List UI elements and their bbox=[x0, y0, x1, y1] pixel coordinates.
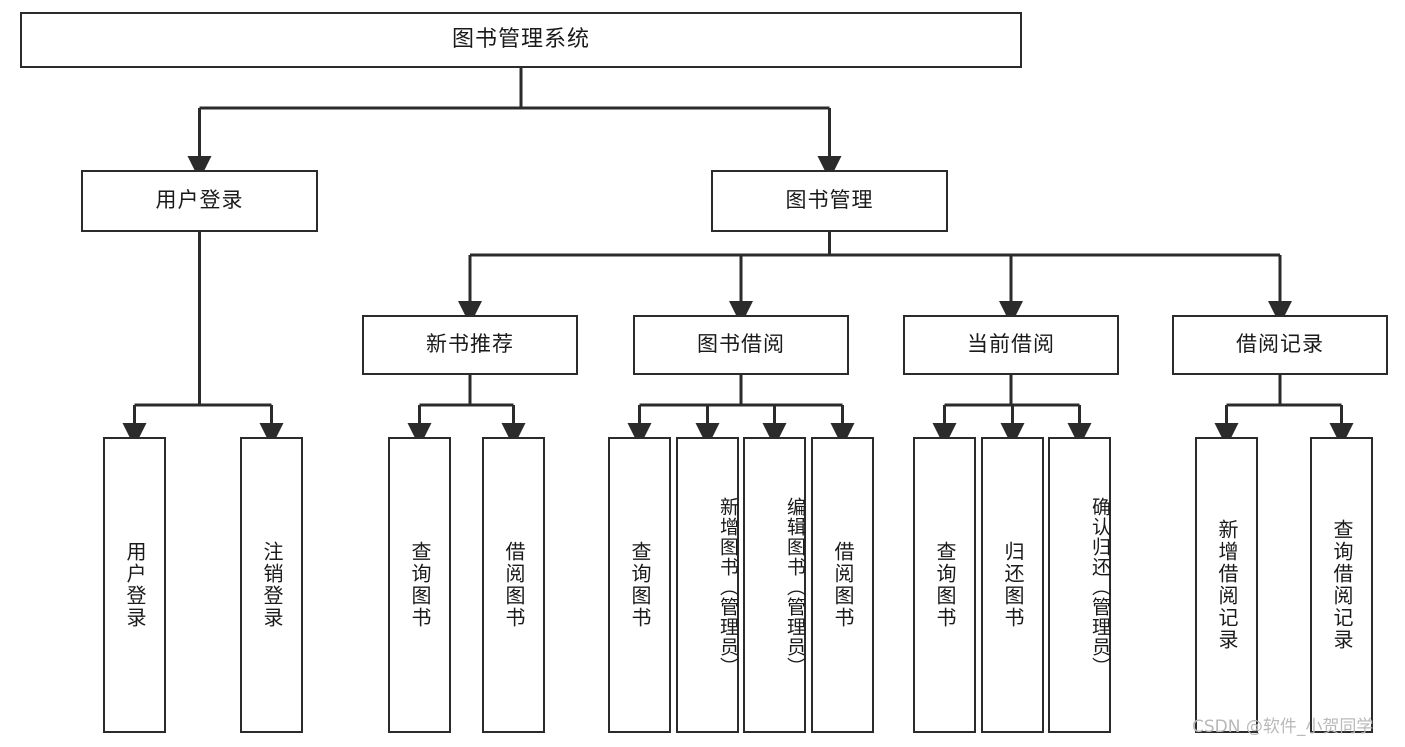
node-current-confirm-return[interactable]: 确认归还（管理员） bbox=[1048, 437, 1111, 733]
node-record-query[interactable]: 查询借阅记录 bbox=[1310, 437, 1373, 733]
node-borrow-add-book[interactable]: 新增图书（管理员） bbox=[676, 437, 739, 733]
node-record-add[interactable]: 新增借阅记录 bbox=[1195, 437, 1258, 733]
node-user-login-leaf[interactable]: 用户登录 bbox=[103, 437, 166, 733]
csdn-watermark: CSDN @软件_小贺同学 bbox=[1192, 717, 1374, 737]
node-borrow-edit-book[interactable]: 编辑图书（管理员） bbox=[743, 437, 806, 733]
node-book-management[interactable]: 图书管理 bbox=[711, 170, 948, 232]
node-new-book-recommend[interactable]: 新书推荐 bbox=[362, 315, 578, 375]
node-borrow-query-book[interactable]: 查询图书 bbox=[608, 437, 671, 733]
node-book-borrow[interactable]: 图书借阅 bbox=[633, 315, 849, 375]
node-borrow-record[interactable]: 借阅记录 bbox=[1172, 315, 1388, 375]
node-current-borrow[interactable]: 当前借阅 bbox=[903, 315, 1119, 375]
node-borrow-borrow-book[interactable]: 借阅图书 bbox=[811, 437, 874, 733]
node-root[interactable]: 图书管理系统 bbox=[20, 12, 1022, 68]
node-recommend-borrow-book[interactable]: 借阅图书 bbox=[482, 437, 545, 733]
node-user-login[interactable]: 用户登录 bbox=[81, 170, 318, 232]
node-current-return-book[interactable]: 归还图书 bbox=[981, 437, 1044, 733]
node-user-logout-leaf[interactable]: 注销登录 bbox=[240, 437, 303, 733]
node-recommend-query-book[interactable]: 查询图书 bbox=[388, 437, 451, 733]
node-current-query-book[interactable]: 查询图书 bbox=[913, 437, 976, 733]
